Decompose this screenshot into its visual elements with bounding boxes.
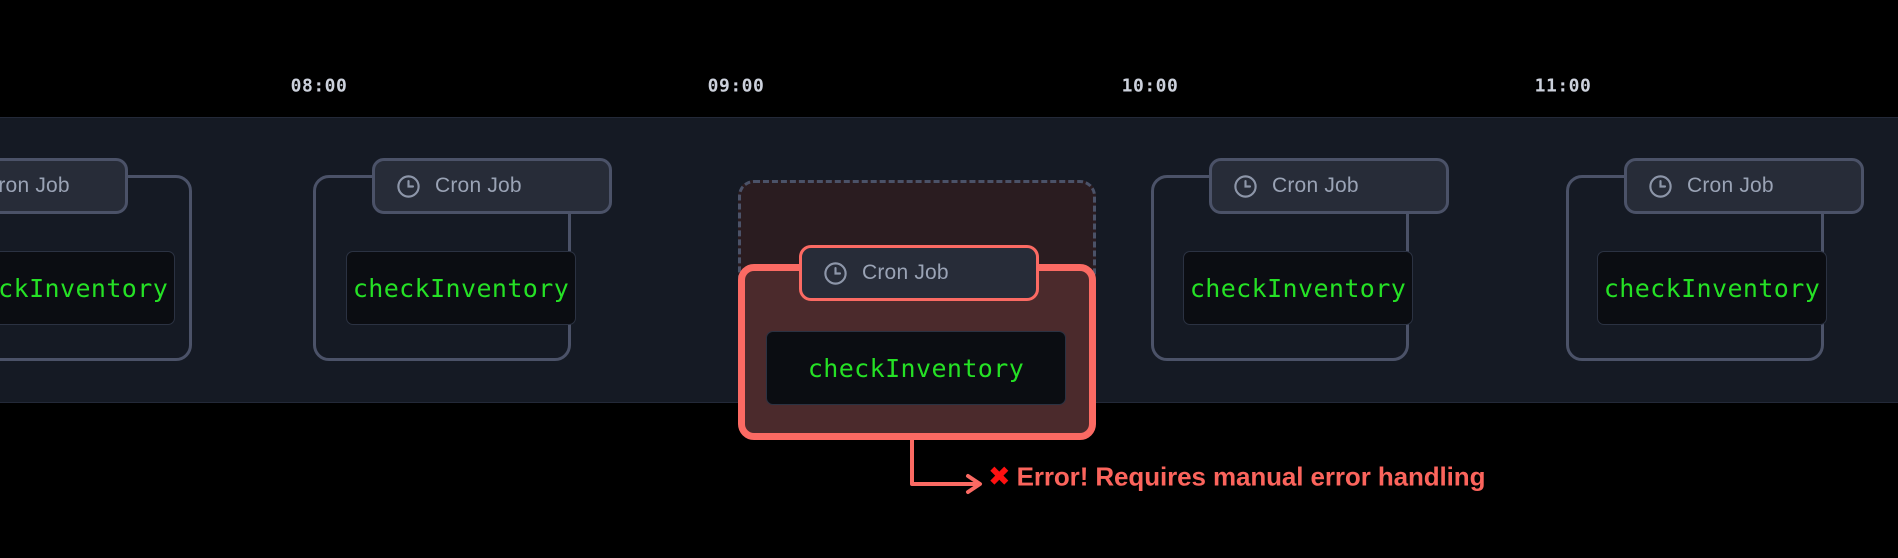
job-badge-2[interactable]: Cron Job	[372, 158, 612, 214]
job-badge-1[interactable]: Cron Job	[0, 158, 128, 214]
time-tick-1000: 10:00	[1121, 75, 1179, 97]
job-code-label-5: checkInventory	[1603, 273, 1821, 303]
job-badge-label-2: Cron Job	[435, 174, 522, 197]
job-code-box-3[interactable]: checkInventory	[766, 331, 1066, 405]
job-code-box-4[interactable]: checkInventory	[1183, 251, 1413, 325]
time-tick-0800: 08:00	[290, 75, 348, 97]
job-code-label-1: checkInventory	[0, 273, 169, 303]
job-code-box-5[interactable]: checkInventory	[1597, 251, 1827, 325]
clock-icon	[1234, 174, 1257, 198]
time-tick-0900: 09:00	[707, 75, 765, 97]
job-badge-label-4: Cron Job	[1272, 174, 1359, 197]
job-code-box-1[interactable]: checkInventory	[0, 251, 175, 325]
job-badge-label-1: Cron Job	[0, 174, 70, 197]
job-code-box-2[interactable]: checkInventory	[346, 251, 576, 325]
job-badge-4[interactable]: Cron Job	[1209, 158, 1449, 214]
job-badge-label-5: Cron Job	[1687, 174, 1774, 197]
error-x-icon: ✖	[988, 461, 1011, 492]
job-code-label-3: checkInventory	[807, 353, 1025, 383]
job-badge-5[interactable]: Cron Job	[1624, 158, 1864, 214]
error-callout-arrow	[910, 438, 982, 494]
job-badge-3[interactable]: Cron Job	[799, 245, 1039, 301]
error-callout: ✖ Error! Requires manual error handling	[988, 462, 1485, 493]
job-code-label-4: checkInventory	[1189, 273, 1407, 303]
clock-icon	[824, 261, 847, 285]
job-code-label-2: checkInventory	[352, 273, 570, 303]
time-ruler: 08:00 09:00 10:00 11:00	[0, 0, 1898, 117]
time-tick-1100: 11:00	[1534, 75, 1592, 97]
error-callout-message: Error! Requires manual error handling	[1016, 461, 1486, 492]
clock-icon	[397, 174, 420, 198]
job-badge-label-3: Cron Job	[862, 261, 949, 284]
clock-icon	[1649, 174, 1672, 198]
